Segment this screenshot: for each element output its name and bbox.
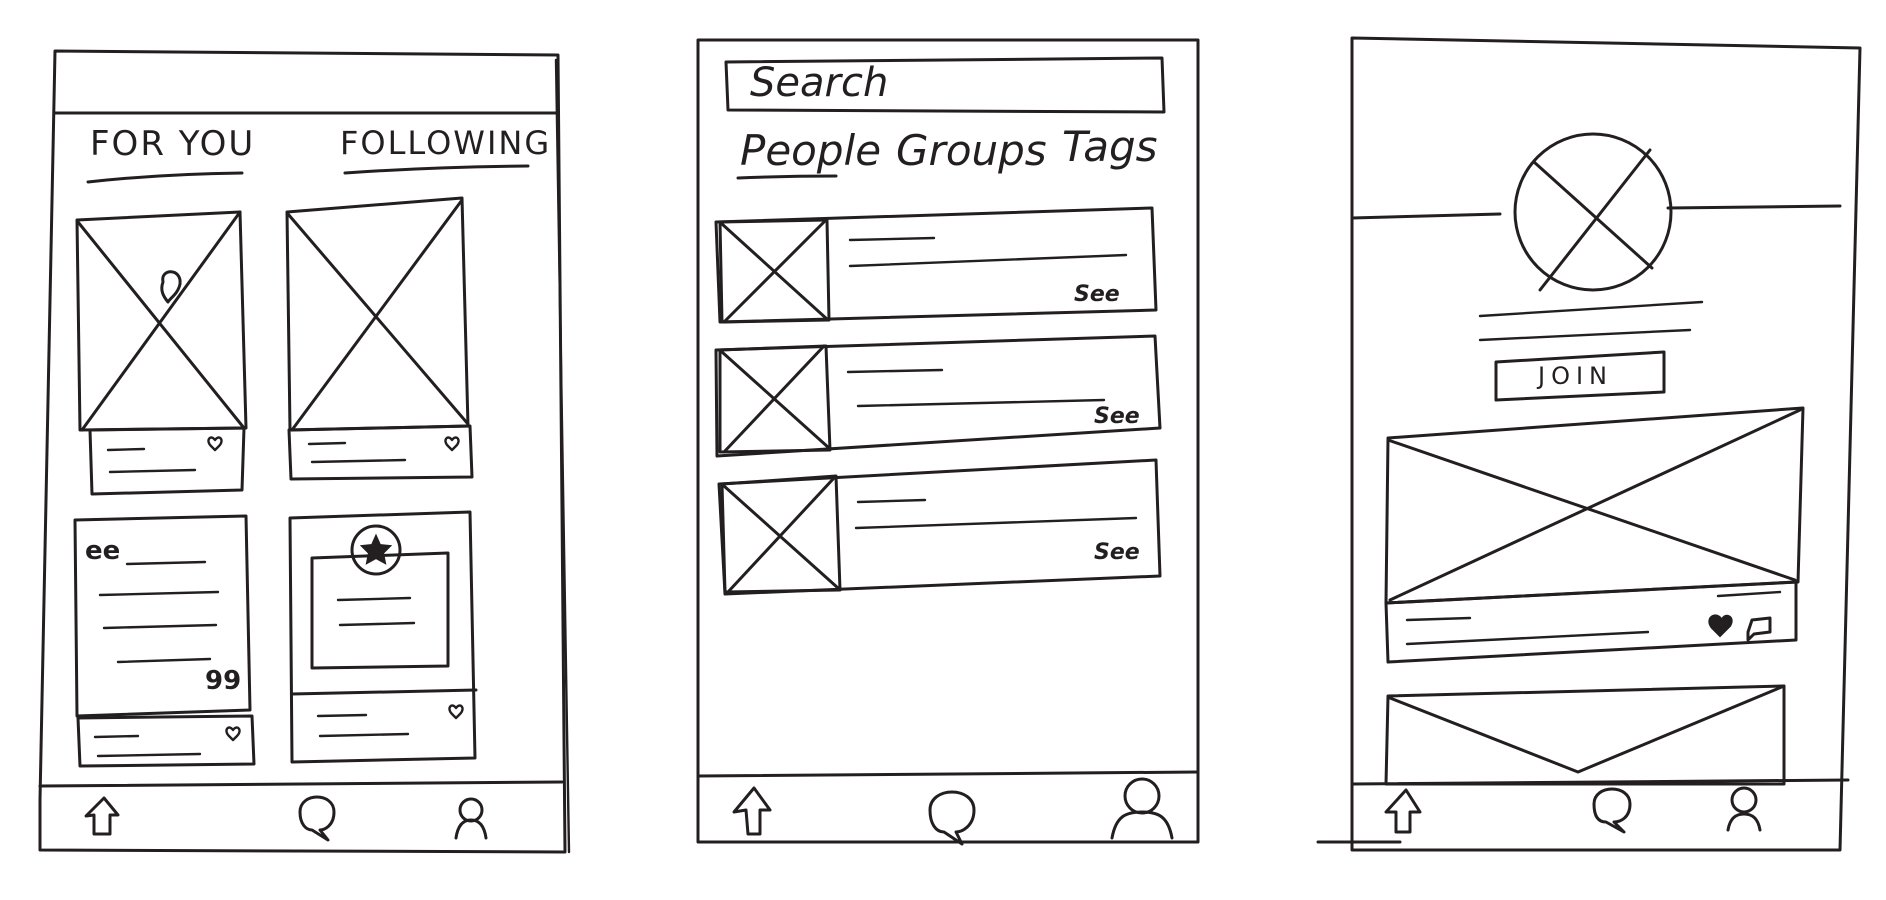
result-row[interactable] (716, 336, 1160, 456)
comment-icon[interactable] (1748, 618, 1770, 640)
home-icon[interactable] (734, 788, 770, 834)
heart-icon[interactable] (208, 438, 221, 450)
profile-icon[interactable] (1125, 779, 1159, 813)
result-row[interactable] (719, 460, 1160, 594)
screen-group (1318, 38, 1860, 850)
bottom-nav-divider (1352, 780, 1848, 784)
heart-icon[interactable] (1709, 615, 1731, 636)
group-name-line (1480, 302, 1702, 316)
see-link[interactable]: See (1094, 540, 1140, 565)
profile-icon[interactable] (460, 799, 482, 821)
bottom-nav-divider (698, 772, 1198, 776)
group-avatar (1515, 134, 1671, 290)
tab-tags[interactable]: Tags (1062, 122, 1158, 171)
badge-circle (352, 526, 400, 574)
join-button[interactable] (1496, 352, 1664, 400)
screen-feed (40, 51, 569, 852)
phone-frame-search (698, 40, 1198, 842)
tab-underline-people (738, 176, 836, 178)
post-card[interactable] (77, 212, 246, 494)
profile-icon[interactable] (1732, 788, 1756, 812)
phone-frame-group (1352, 38, 1860, 850)
tab-following[interactable]: FOLLOWING (340, 124, 552, 162)
search-icon[interactable] (1594, 789, 1630, 832)
phone-frame-feed (40, 51, 565, 852)
join-button-label[interactable]: JOIN (1538, 362, 1613, 390)
see-link[interactable]: See (1094, 404, 1140, 429)
tab-underline-for-you (88, 173, 242, 182)
quote-close-mark: 99 (205, 666, 242, 696)
screen-search (698, 40, 1198, 844)
search-input[interactable]: Search (750, 60, 889, 106)
search-icon[interactable] (930, 792, 974, 844)
group-post-card[interactable] (1386, 408, 1803, 662)
header-line-left (1352, 214, 1500, 218)
search-box[interactable] (726, 58, 1164, 112)
quote-card[interactable] (75, 516, 254, 766)
post-card[interactable] (287, 198, 472, 479)
featured-card[interactable] (290, 512, 476, 762)
bottom-nav-divider (40, 782, 562, 786)
tab-groups[interactable]: Groups (896, 126, 1047, 175)
see-link[interactable]: See (1074, 282, 1120, 307)
heart-icon[interactable] (445, 438, 458, 450)
header-line-right (1668, 206, 1840, 208)
home-icon[interactable] (86, 798, 118, 834)
group-desc-line (1480, 330, 1690, 340)
group-post-card[interactable] (1386, 686, 1784, 784)
heart-icon[interactable] (449, 706, 462, 718)
search-icon[interactable] (300, 797, 334, 840)
home-icon[interactable] (1386, 790, 1420, 832)
tab-for-you[interactable]: FOR YOU (90, 124, 256, 164)
result-row[interactable] (716, 208, 1156, 322)
heart-icon[interactable] (226, 728, 239, 740)
heart-icon[interactable] (162, 272, 180, 302)
tab-people[interactable]: People (740, 126, 882, 175)
tab-underline-following (345, 166, 528, 173)
quote-open-mark: ee (85, 536, 121, 566)
star-icon (362, 536, 390, 563)
